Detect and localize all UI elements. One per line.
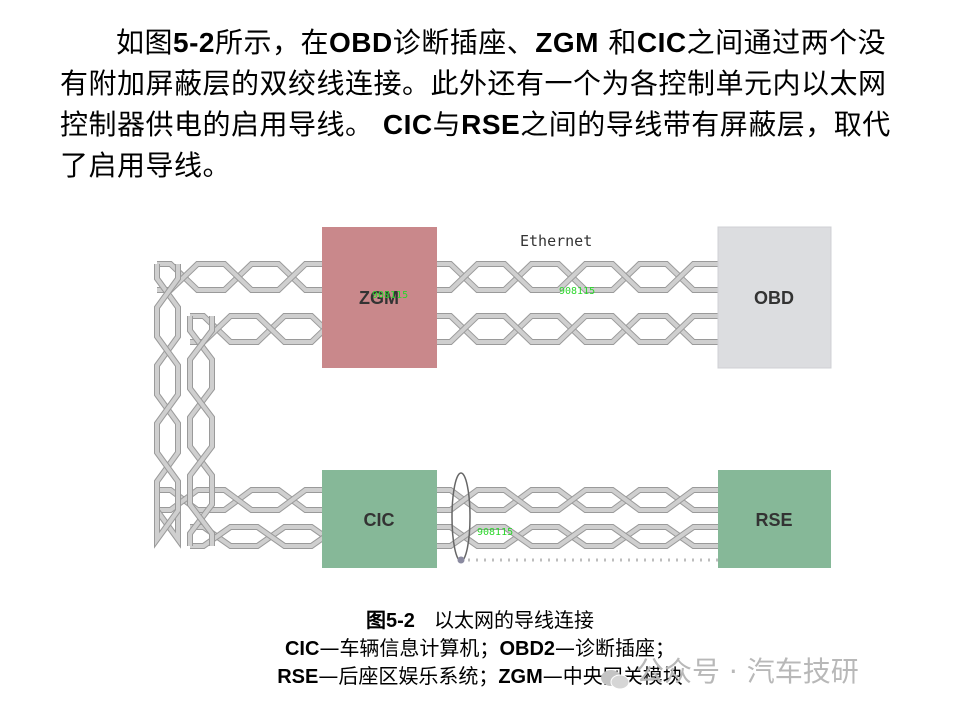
- cic-module: [322, 470, 437, 568]
- wire-zgm-obd-pair2-b-edge: [437, 313, 755, 345]
- legend-run: —诊断插座；: [555, 636, 676, 660]
- figure-caption-legend-1: CIC—车辆信息计算机；OBD2—诊断插座；: [0, 634, 960, 663]
- obd-module: [717, 226, 832, 369]
- wire-zgm-obd-pair2-a-edge: [437, 313, 755, 345]
- overlay-mark-1: 908115: [372, 290, 408, 301]
- wire-vertical-pair2-a: [188, 316, 214, 546]
- wire-cic-rse-pair2-a: [437, 525, 754, 548]
- rse-label: RSE: [755, 510, 792, 530]
- ethernet-label: Ethernet: [520, 232, 592, 250]
- paragraph-run: CIC: [636, 27, 687, 58]
- wire-zgm-obd-pair1-a: [437, 262, 753, 292]
- legend-run: OBD2: [499, 638, 556, 660]
- paragraph-run: 之间通过两个没有附加屏蔽层的双绞线连接。此外还有一个为各控制单元内以太网控制器供…: [60, 26, 887, 141]
- zgm-label: ZGM: [359, 288, 399, 308]
- figure-number: 图5-2: [366, 610, 415, 632]
- paragraph-run: 5-2: [173, 27, 215, 58]
- shield-ring: [451, 472, 471, 562]
- wire-cic-rse-pair2-b: [437, 525, 754, 548]
- legend-run: —后座区娱乐系统；: [318, 664, 499, 688]
- wire-zgm-obd-pair1-b: [437, 262, 753, 292]
- paragraph-run: 所示，在: [214, 26, 329, 59]
- paragraph-run: ZGM: [535, 27, 599, 58]
- paragraph-run: CIC: [382, 109, 433, 140]
- wire-zgm-obd-pair2-b: [437, 314, 753, 344]
- rse-module: [718, 470, 831, 568]
- watermark: 公众号 · 汽车技研: [600, 650, 940, 694]
- wire-vertical-pair2-b: [188, 316, 214, 546]
- watermark-text: 公众号 · 汽车技研: [636, 655, 859, 688]
- paragraph-run: 之间的导线带有屏蔽层，取代了启用导线。: [60, 108, 891, 182]
- obd-label: OBD: [754, 288, 794, 308]
- wechat-icon: [600, 660, 630, 690]
- paragraph-run: 诊断插座、: [392, 26, 536, 59]
- paragraph-run: RSE: [461, 109, 521, 140]
- wire-cic-rse-pair1-b: [437, 488, 754, 512]
- legend-run: —车辆信息计算机；: [319, 636, 500, 660]
- figure-caption-title: 图5-2 以太网的导线连接: [0, 606, 960, 635]
- zgm-module: [322, 227, 437, 368]
- cic-label: CIC: [364, 510, 395, 530]
- legend-run: ZGM: [498, 666, 543, 688]
- paragraph-run: OBD: [329, 27, 393, 58]
- legend-run: RSE: [277, 666, 319, 688]
- overlay-mark-3: 908115: [477, 527, 513, 538]
- shield-ground-dot: [457, 556, 465, 564]
- wire-vertical-pair1-b: [155, 264, 180, 546]
- legend-run: CIC: [284, 638, 320, 660]
- wire-zgm-obd-pair2-a: [437, 314, 753, 344]
- description-paragraph: 如图5-2所示，在OBD诊断插座、ZGM 和CIC之间通过两个没有附加屏蔽层的双…: [60, 22, 910, 186]
- paragraph-run: 与: [432, 108, 462, 141]
- overlay-mark-2: 908115: [559, 286, 595, 297]
- wire-cic-rse-pair1-a: [437, 488, 754, 512]
- figure-title: 以太网的导线连接: [433, 608, 594, 632]
- paragraph-run: 如图: [116, 26, 174, 59]
- paragraph-run: 和: [598, 26, 637, 59]
